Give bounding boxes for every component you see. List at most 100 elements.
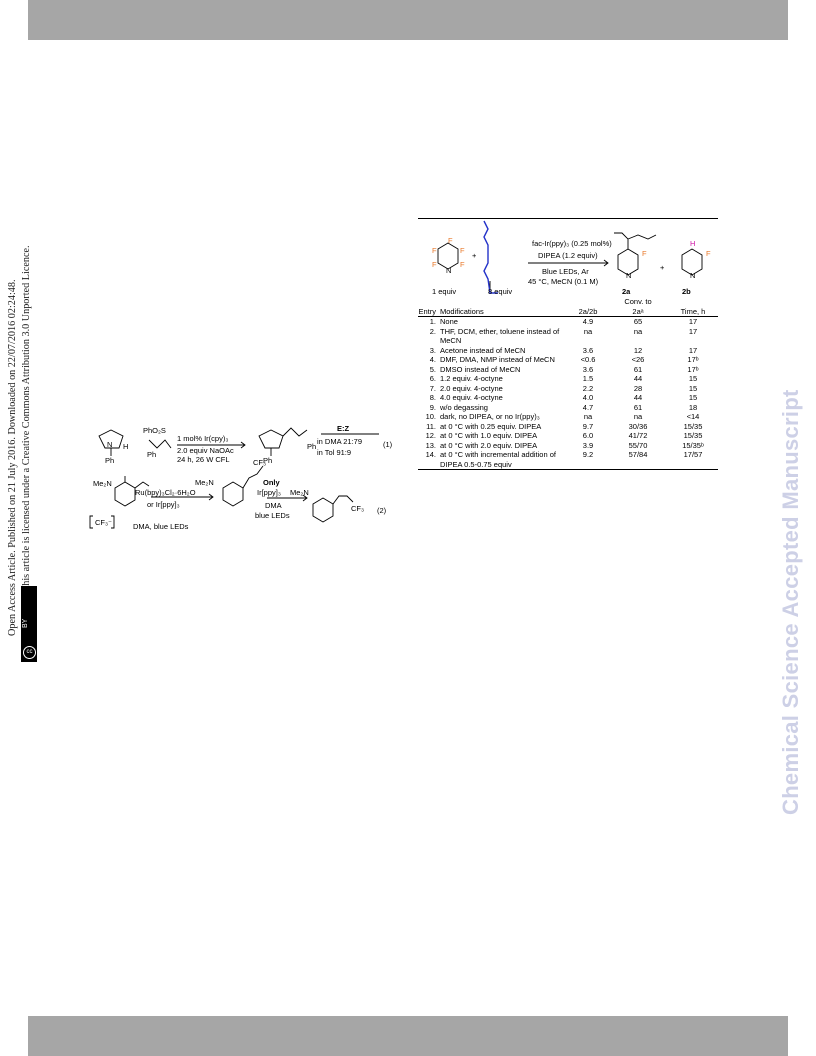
modification-cell: 1.2 equiv. 4-octyne [440,374,503,383]
prod2-ring [681,248,703,276]
modification-cell: 2.0 equiv. 4-octyne [440,383,503,393]
r2-cond1: Ru(bpy)₃Cl₂·6H₂O [135,488,196,497]
conversion-cell: 30/36 [628,421,648,431]
ratio-cell: 6.0 [582,431,594,440]
pyrrolidine-ring [98,429,124,449]
r1-h: H [123,442,129,451]
r2-cond2: or Ir[ppy]₃ [147,500,180,509]
modification-cell: w/o degassing [440,402,488,412]
r2-cond4: Only [263,478,280,487]
ratio-cell: 9.7 [582,421,594,431]
scheme: PhO₂S N H Ph Ph 1 mol% Ir(cpy)₃ 2.0 equi… [85,418,405,538]
cond-base: DIPEA (1.2 equiv) [538,251,598,260]
modification-cell: None [440,317,458,326]
licence-notice[interactable]: This article is licensed under a Creativ… [21,245,32,592]
entry-cell: 12. [425,431,436,440]
r1-cond1: 1 mol% Ir(cpy)₃ [177,434,229,443]
reaction-scheme: F F F F F N + fac-Ir(ppy)₃ (0.25 mol%) D… [418,218,718,297]
prod1-n: N [626,271,632,280]
reaction-structures [437,220,703,294]
scheme-structures [89,427,379,529]
r1-n: N [107,440,113,449]
modification-cell: at 0 °C with 0.25 equiv. DIPEA [440,421,542,431]
entry-cell: 9. [429,402,436,412]
time-cell: 15 [688,374,698,383]
ratio-cell: 3.6 [582,345,594,355]
entry-cell: 7. [429,383,436,393]
sm1-n: N [446,266,452,275]
r2-prod-cf3: CF₃ [351,504,365,513]
modification-cell: Acetone instead of MeCN [440,345,526,355]
entry-cell: 13. [425,440,436,450]
time-cell: 17ᵇ [687,355,699,364]
entry-cell: 14. [418,450,440,470]
conversion-cell: <26 [631,355,645,364]
r2-cond6: DMA [265,501,282,510]
modification-cell: at 0 °C with incremental addition of DIP… [440,450,568,470]
time-cell: 17 [688,326,698,336]
entry-cell: 8. [429,393,436,402]
entry-cell: 4. [429,355,436,364]
vinyl-sulfone [148,439,172,449]
time-cell: 15 [688,383,698,393]
sm1-f-left: F [432,246,437,255]
alkyne-chain [483,220,498,294]
entry-cell: 2. [429,326,436,336]
ratio-cell: 4.7 [582,402,594,412]
prod2-label: 2b [682,287,691,296]
watermark: Chemical Science Accepted Manuscript [778,389,803,815]
conversion-cell: 61 [633,402,643,412]
time-cell: 17/57 [668,450,718,470]
header-band [28,0,788,40]
sm2-equiv: 8 equiv [488,287,513,296]
r2-sm-nme2: Me₂N [93,479,112,488]
ratio-cell: <0.6 [580,355,596,364]
r2-int-cf3: CF₃ [253,458,267,467]
r1-ez-dma: in DMA 21:79 [317,437,363,446]
sm1-equiv: 1 equiv [432,287,457,296]
entry-cell: 5. [429,364,436,374]
sm1-ring [437,242,459,270]
ratio-cell: 1.5 [582,374,594,383]
conversion-cell: na [633,326,643,336]
cond-temp: 45 °C, MeCN (0.1 M) [528,277,599,286]
optimization-table: Conv. to Entry Modifications 2a/2b 2aᵃ T… [418,297,718,470]
modification-cell: 4.0 equiv. 4-octyne [440,393,503,402]
optimization-table-block: F F F F F N + fac-Ir(ppy)₃ (0.25 mol%) D… [418,218,718,470]
prod1-f: F [642,249,647,258]
col-header-ratio: 2a/2b [568,306,608,317]
r1-ph2: Ph [147,450,157,459]
by-label: BY [22,618,29,628]
entry-cell: 6. [429,374,436,383]
ratio-cell: 2.2 [582,383,594,393]
time-cell: 15/35ᵇ [682,440,704,450]
r1-cond2: 2.0 equiv NaOAc [177,446,234,455]
r1-prod-ph: Ph [263,456,273,465]
r2-cond5: Ir[ppy]₃ [257,488,281,497]
ratio-cell: 3.6 [582,364,594,374]
conversion-cell: 44 [633,393,643,402]
modification-cell: dark, no DIPEA, or no Ir(ppy)₃ [440,412,540,421]
r2-prod-nme2: Me₂N [290,488,309,497]
ratio-cell: 3.9 [582,440,594,450]
cc-icon: cc [23,646,36,659]
open-access-notice: Open Access Article. Published on 21 Jul… [7,279,18,636]
time-cell: 15 [688,393,698,402]
r1-ez-tol: in Tol 91:9 [317,448,352,457]
conversion-cell: 12 [633,345,643,355]
cc-by-badge[interactable]: cc BY [21,586,37,662]
modification-cell: DMSO instead of MeCN [440,364,521,374]
r1-prod-ph2: Ph [307,442,317,451]
conversion-cell: 55/70 [628,440,648,450]
ratio-cell: na [583,412,593,421]
table-row: 14.at 0 °C with incremental addition of … [418,450,718,470]
time-cell: <14 [686,412,700,421]
